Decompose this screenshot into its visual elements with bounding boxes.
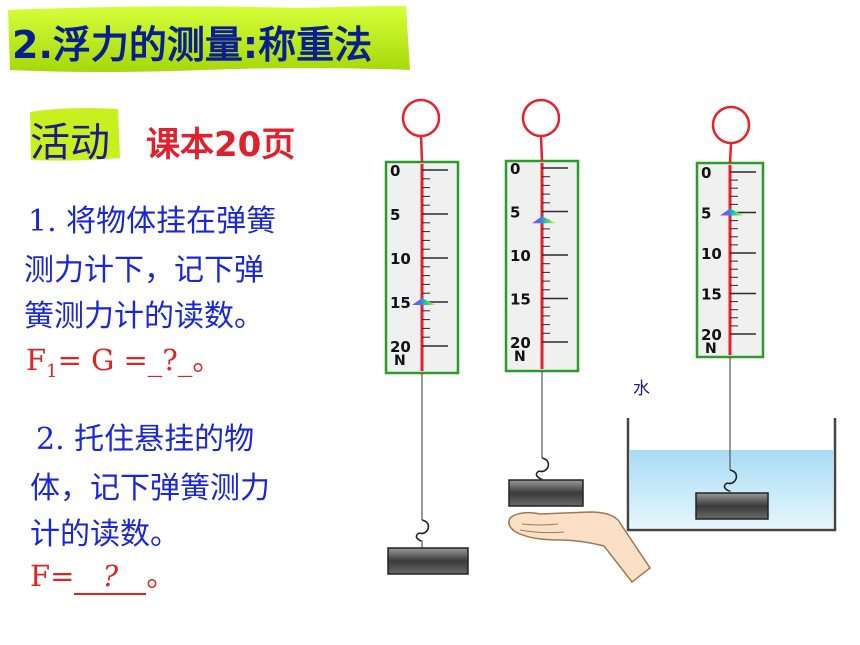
textbook-reference: 课本20页 [146,125,296,165]
activity-badge-label: 活动 [30,120,110,166]
hand-icon [508,511,652,584]
scale-tick-label: 15 [390,294,411,312]
beaker [626,418,837,532]
scale-tick-label: 0 [701,164,711,182]
formula-subscript: 1 [46,360,58,382]
scale-ring [521,98,561,138]
scale-unit-label: N [514,349,526,365]
step1-line1: 1. 将物体挂在弹簧 [28,204,277,239]
step2-line1: 2. 托住悬挂的物 [36,422,255,457]
step1-line2: 测力计下，记下弹 [24,253,264,288]
scale-tick-label: 5 [510,204,520,222]
scale-tick-label: 20 [390,338,411,356]
formula-rest: = G =_?_。 [57,343,222,377]
scale-hook [535,457,550,480]
formula-f: F [26,343,47,377]
scale-tick-label: 15 [510,291,531,309]
scale-unit-label: N [394,353,406,369]
scale-unit-label: N [705,341,717,357]
scale-top-rod [419,135,424,163]
scale-ring [401,98,441,138]
title-banner [8,6,410,72]
scale-tick-label: 5 [701,205,711,223]
scale-pointer [412,298,436,305]
formula2-end: 。 [146,559,176,593]
weight-block [695,492,769,520]
weight-block [508,479,584,507]
scale-tick-label: 10 [510,247,531,265]
step1-line3: 簧测力计的读数。 [24,299,264,334]
scale-top-rod [539,135,544,162]
scale-pointer [532,216,556,224]
scale-hook [415,519,430,542]
scale-pointer [720,208,744,216]
page-title: 2.浮力的测量:称重法 [12,23,373,67]
scale-tick-label: 20 [701,326,722,344]
scale-hook [723,469,738,492]
activity-badge [30,108,120,161]
scale-tick-label: 5 [390,206,400,224]
formula2-prefix: F= [30,559,75,593]
formula2-blank: ? [74,559,147,595]
scale-tick-label: 20 [510,334,531,352]
weight-block [387,547,469,575]
step2-line2: 体，记下弹簧测力 [30,471,270,506]
water-label: 水 [633,379,650,399]
scale-ring [711,105,751,145]
scale-tick-label: 0 [390,162,400,180]
step2-line3: 计的读数。 [30,517,180,552]
scale-top-rod [728,142,733,164]
step1-formula: F1= G =_?_。 [26,337,221,382]
scale-tick-label: 10 [390,250,411,268]
scale-tick-label: 10 [701,245,722,263]
scale-tick-label: 0 [510,160,520,178]
step2-formula: F=?。 [30,553,175,595]
scale-tick-label: 15 [701,286,722,304]
